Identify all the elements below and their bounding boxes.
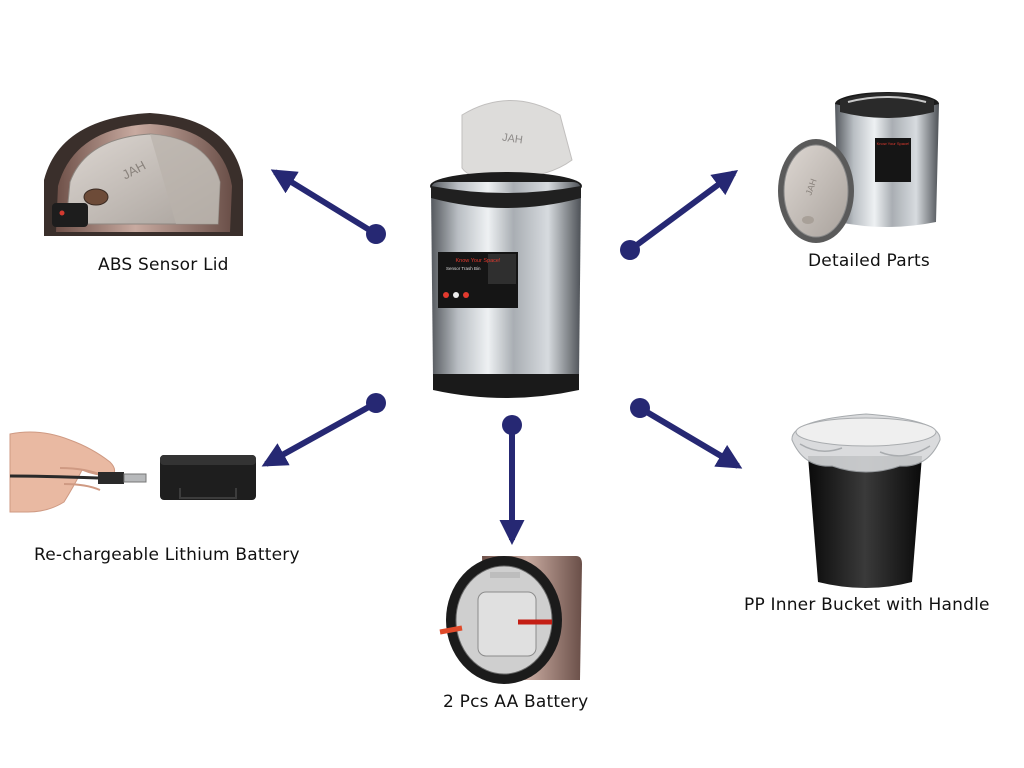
label-detailed-parts: Detailed Parts [808,251,930,271]
connector-to-sensor-lid [270,169,386,244]
sticker-headline: Know Your Space! [456,258,501,264]
sticker-text: Sensor Trash Bin [446,266,481,271]
center-trash-bin-image: JAH Know Your Space! Sensor Trash Bin [430,100,582,398]
inner-bucket-image [791,413,941,588]
lithium-battery-image [9,431,256,513]
aa-battery-image [439,556,582,684]
connector-to-aa-battery [499,415,525,546]
sensor-lid-image: JAH [44,113,243,236]
connector-to-detailed-parts [620,170,739,260]
detailed-parts-image: Know Your Space! JAH [778,92,939,243]
lid-brand-text: JAH [501,132,523,147]
label-abs-sensor-lid: ABS Sensor Lid [98,255,229,275]
connector-to-inner-bucket [630,398,743,469]
label-lithium-battery: Re-chargeable Lithium Battery [34,545,300,565]
label-inner-bucket: PP Inner Bucket with Handle [744,595,990,615]
label-aa-battery: 2 Pcs AA Battery [443,692,589,712]
connector-to-lithium-battery [261,393,386,467]
parts-sticker-headline: Know Your Space! [877,141,910,146]
